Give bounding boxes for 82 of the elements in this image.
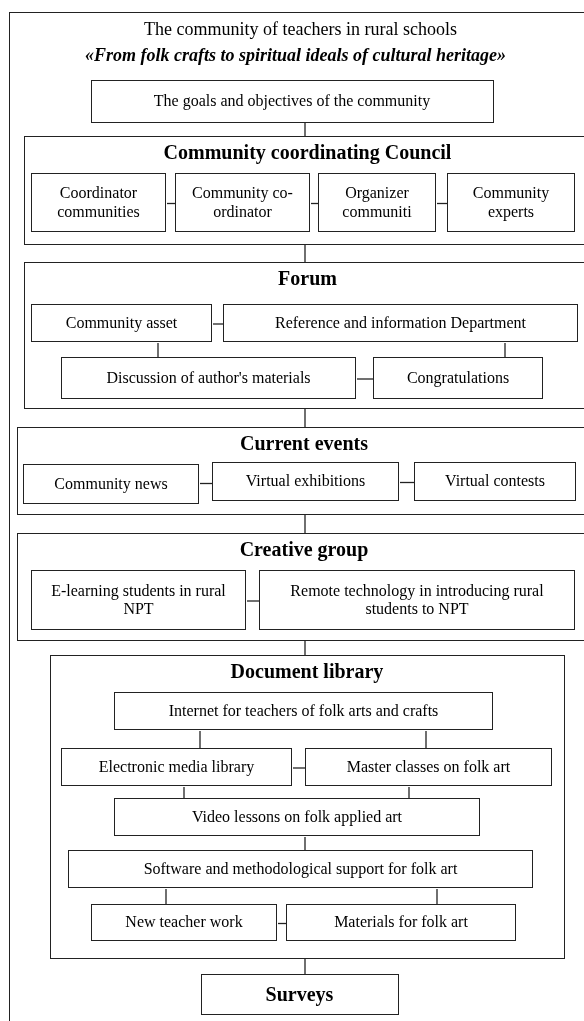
box-label: Remote technology in introducing rural students to NPT <box>289 581 545 619</box>
process-box <box>447 173 575 232</box>
group-heading: Current events <box>239 431 369 455</box>
box-label: Reference and information Department <box>275 313 526 333</box>
process-box <box>318 173 436 232</box>
subtitle: «From folk crafts to spiritual ideals of cultural heritage» <box>84 45 507 66</box>
box-label: Community co-ordinator <box>191 184 294 221</box>
connector-line <box>408 786 410 800</box>
process-box <box>61 748 292 786</box>
group-panel <box>16 532 584 641</box>
box-label: Congratulations <box>406 368 510 388</box>
process-box <box>23 464 199 504</box>
process-box <box>212 462 399 501</box>
box-label: Discussion of author's materials <box>106 368 311 388</box>
connector-line <box>246 600 261 602</box>
process-box <box>90 79 494 123</box>
box-label: Video lessons on folk applied art <box>191 807 403 827</box>
connector-line <box>277 922 288 925</box>
group-panel <box>23 261 584 409</box>
group-heading: Document library <box>229 659 385 683</box>
connector-line <box>157 342 159 359</box>
group-panel <box>23 135 584 245</box>
connector-line <box>425 730 427 750</box>
connector-line <box>183 786 185 800</box>
process-box <box>61 357 356 399</box>
process-box <box>305 748 552 786</box>
process-box <box>31 173 166 232</box>
process-box <box>68 850 533 888</box>
group-heading: Creative group <box>238 537 370 561</box>
process-box <box>223 304 578 342</box>
process-box <box>31 570 246 630</box>
process-box <box>114 692 493 730</box>
connector-line <box>292 767 307 769</box>
process-box <box>114 798 480 836</box>
outer-frame <box>9 12 584 1021</box>
group-heading: Community coordinating Council <box>162 140 453 164</box>
connector-line <box>310 202 320 205</box>
box-label: Master classes on folk art <box>346 757 511 777</box>
process-box <box>286 904 516 941</box>
connector-line <box>304 514 306 534</box>
connector-line <box>504 342 506 359</box>
box-label: Electronic media library <box>98 757 255 777</box>
group-panel <box>16 426 584 515</box>
box-label: Community asset <box>65 313 178 333</box>
box-label: Software and methodological support for folk art <box>143 859 458 879</box>
box-label: The goals and objectives of the community <box>153 91 431 111</box>
box-label: Virtual contests <box>445 472 545 491</box>
group-panel <box>49 654 565 959</box>
box-label: Community experts <box>471 184 551 221</box>
box-label: Virtual exhibitions <box>245 472 366 491</box>
connector-line <box>399 481 416 484</box>
process-box <box>175 173 310 232</box>
process-box <box>200 973 399 1015</box>
connector-line <box>165 888 167 906</box>
box-label: Surveys <box>265 982 334 1006</box>
box-label: Materials for folk art <box>334 913 468 932</box>
title: The community of teachers in rural schools <box>143 19 458 40</box>
box-label: Organizer communiti <box>341 184 413 221</box>
group-heading: Forum <box>277 266 338 290</box>
connector-line <box>356 378 375 380</box>
connector-line <box>436 888 438 906</box>
connector-line <box>212 323 225 325</box>
connector-line <box>304 640 306 656</box>
process-box <box>414 462 576 501</box>
connector-line <box>304 408 306 428</box>
connector-line <box>304 836 306 852</box>
connector-line <box>199 730 201 750</box>
connector-line <box>199 482 214 485</box>
box-label: Internet for teachers of folk arts and crafts <box>168 701 439 721</box>
connector-line <box>304 958 306 975</box>
connector-line <box>304 244 306 263</box>
box-label: Community news <box>54 474 168 494</box>
connector-line <box>304 122 306 137</box>
process-box <box>259 570 575 630</box>
connector-line <box>166 202 177 205</box>
process-box <box>91 904 277 941</box>
box-label: New teacher work <box>125 913 243 932</box>
process-box <box>373 357 543 399</box>
process-box <box>31 304 212 342</box>
connector-line <box>436 202 449 205</box>
box-label: Coordinator communities <box>56 184 141 221</box>
box-label: E-learning students in rural NPT <box>50 581 227 619</box>
